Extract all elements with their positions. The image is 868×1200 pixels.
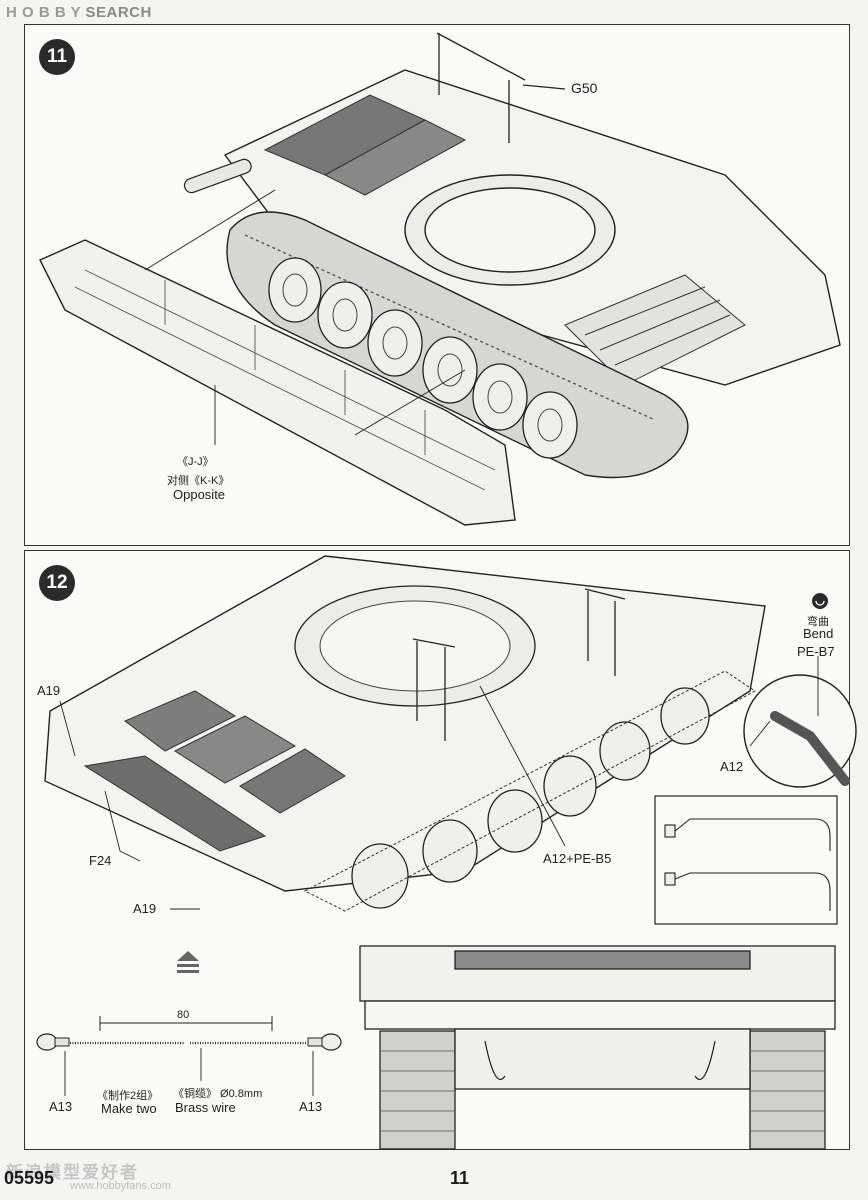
exhaust-pipe [183,158,252,194]
page-number: 11 [450,1168,470,1188]
footer-watermark-url: www.hobbyfans.com [70,1180,171,1192]
step-12-panel: 12 [24,550,857,1150]
step-11-panel: 11 [24,24,850,546]
up-arrow-icon [177,951,199,961]
kit-code: 05595 [4,1168,55,1188]
step-11-badge: 11 [39,39,75,75]
wire-detail-inset [654,795,838,925]
bend-label-en: Bend [803,626,834,641]
wire-length-label: 80 [177,1009,190,1021]
callout-g50: G50 [571,80,598,96]
callout-a12-pe-b5: A12+PE-B5 [543,851,612,866]
a12-parts [412,588,626,741]
rear-grilles [83,690,346,852]
road-wheels-12 [351,687,710,909]
hull-rear-view [44,555,766,892]
step-12-drawing [36,555,857,1150]
callout-f24: F24 [89,853,112,868]
opposite-note-en: Opposite [173,487,226,502]
road-wheels [268,257,578,459]
brass-wire-en: Brass wire [175,1100,236,1115]
brass-wire-cn: 《铜缆》 Ø0.8mm [173,1088,263,1100]
step-11-drawing [39,32,841,526]
g50-part [436,32,566,143]
callout-a19-top: A19 [37,683,61,698]
opposite-note-kk: 对侧《K-K》 [167,475,230,487]
track-12 [303,670,756,912]
opposite-note-jj: 《J-J》 [177,456,214,468]
wire-right-part: A13 [299,1099,323,1114]
wire-left-part: A13 [49,1099,73,1114]
step-12-badge: 12 [39,565,75,601]
bend-icon [812,593,828,609]
era-blocks [564,274,746,386]
make-two-en: Make two [101,1101,157,1116]
bend-part-label: PE-B7 [797,644,835,659]
side-skirt [39,239,516,526]
callout-a12-inset: A12 [720,759,744,774]
bend-label-cn: 弯曲 [807,616,829,628]
brass-wire-diagram [36,1016,342,1096]
footer-watermark: 新浪模型爱好者 [6,1163,139,1182]
callout-a19-bottom: A19 [133,901,157,916]
make-two-cn: 《制作2组》 [97,1090,159,1102]
rear-view-tank [359,945,836,1150]
hobby-search-watermark: H O B B Y SEARCH [6,4,152,21]
